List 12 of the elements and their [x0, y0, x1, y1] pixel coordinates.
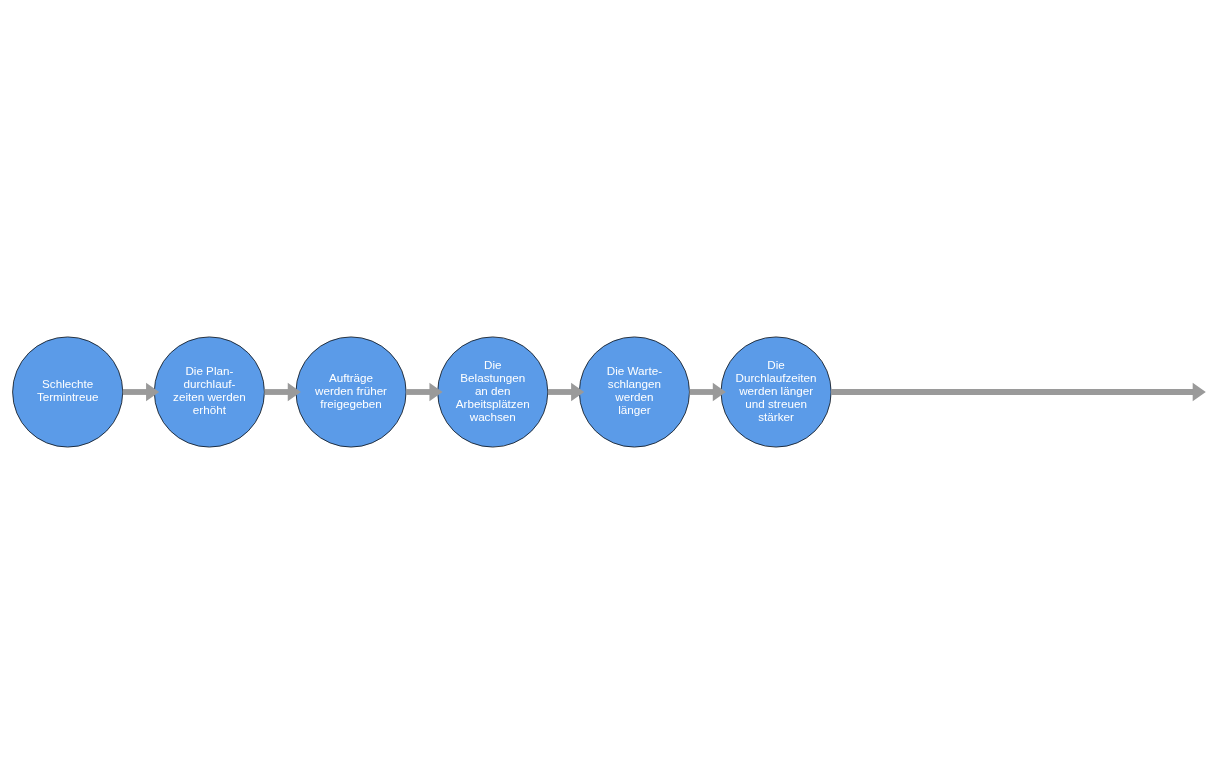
- arrow: [264, 382, 301, 402]
- node-circle: Die Warte- schlangen werden länger: [578, 336, 690, 448]
- node-circle: Die Plan- durchlauf- zeiten werden erhöht: [153, 336, 265, 448]
- node-circle: Die Durchlaufzeiten werden länger und streuen stärker: [720, 336, 832, 448]
- arrow: [547, 382, 585, 402]
- arrow: [689, 382, 726, 402]
- arrow: [406, 382, 443, 402]
- node-circle: Aufträge werden früher freigegeben: [295, 336, 407, 448]
- node-circle: Die Belastungen an den Arbeitsplätzen wachsen: [437, 336, 549, 448]
- arrow: [122, 382, 160, 402]
- arrow: [831, 382, 1206, 402]
- node-circle: Schlechte Termintreue: [12, 336, 124, 448]
